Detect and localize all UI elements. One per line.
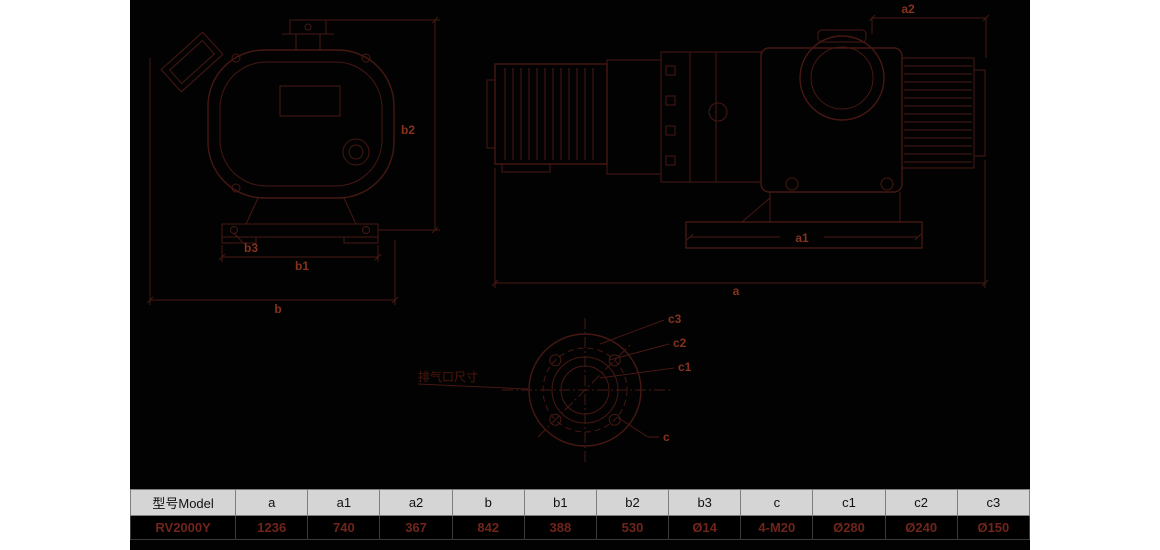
table-header-c1: c1	[812, 489, 886, 516]
table-cell-b3: Ø14	[668, 515, 742, 540]
table-cell-b1: 388	[523, 515, 597, 540]
table-header-a1: a1	[307, 489, 381, 516]
dim-label-b2: b2	[401, 123, 415, 137]
side-view-dimensions	[491, 14, 990, 288]
table-row: RV2000Y 1236 740 367 842 388 530 Ø14 4-M…	[129, 515, 1031, 540]
table-header-c2: c2	[884, 489, 958, 516]
technical-drawing: b2 b3 b1 b a2 a1 a c3 c2 c1 c 排气口尺寸	[146, 2, 990, 462]
dim-label-b1: b1	[295, 259, 309, 273]
table-cell-model: RV2000Y	[129, 515, 237, 540]
table-header-a2: a2	[379, 489, 453, 516]
table-cell-c1: Ø280	[812, 515, 886, 540]
dim-label-a: a	[733, 284, 740, 298]
dim-label-a2: a2	[901, 2, 915, 16]
table-cell-c3: Ø150	[956, 515, 1031, 540]
table-cell-a: 1236	[235, 515, 309, 540]
front-view-dimensions	[146, 16, 440, 305]
table-cell-b: 842	[451, 515, 525, 540]
table-cell-a1: 740	[307, 515, 381, 540]
table-cell-c: 4-M20	[740, 515, 814, 540]
side-view	[486, 29, 986, 249]
flange-note: 排气口尺寸	[418, 369, 478, 384]
table-cell-b2: 530	[595, 515, 670, 540]
dim-label-c1: c1	[678, 360, 692, 374]
table-header-model: 型号Model	[129, 489, 237, 516]
table-header-b2: b2	[595, 489, 670, 516]
table-header-a: a	[235, 489, 309, 516]
dim-label-b: b	[274, 302, 281, 316]
table-header-b3: b3	[668, 489, 742, 516]
table-header-c3: c3	[956, 489, 1031, 516]
drawing-area: b2 b3 b1 b a2 a1 a c3 c2 c1 c 排气口尺寸	[130, 0, 1030, 490]
dim-label-c2: c2	[673, 336, 687, 350]
table-cell-c2: Ø240	[884, 515, 958, 540]
table-header-b: b	[451, 489, 525, 516]
front-view	[160, 19, 395, 244]
dimension-table: 型号Model a a1 a2 b b1 b2 b3 c c1 c2 c3 RV…	[129, 489, 1031, 540]
dimension-labels: b2 b3 b1 b a2 a1 a c3 c2 c1 c 排气口尺寸	[244, 2, 915, 444]
table-header-row: 型号Model a a1 a2 b b1 b2 b3 c c1 c2 c3	[129, 489, 1031, 516]
drawing-canvas: b2 b3 b1 b a2 a1 a c3 c2 c1 c 排气口尺寸	[129, 0, 1031, 550]
flange-view	[417, 318, 675, 462]
table-cell-a2: 367	[379, 515, 453, 540]
dim-label-c3: c3	[668, 312, 682, 326]
table-header-c: c	[740, 489, 814, 516]
dim-label-b3: b3	[244, 241, 258, 255]
dim-label-a1: a1	[795, 231, 809, 245]
table-header-b1: b1	[523, 489, 597, 516]
dim-label-c: c	[663, 430, 670, 444]
